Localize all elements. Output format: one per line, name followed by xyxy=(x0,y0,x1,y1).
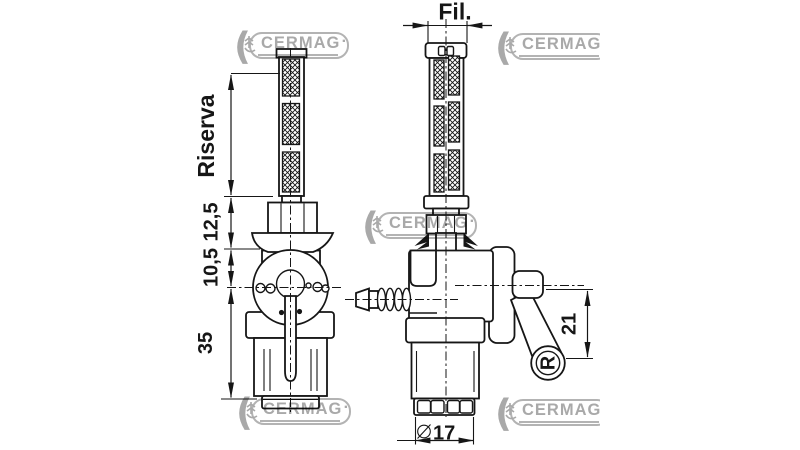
watermark-border xyxy=(377,212,477,239)
bolt-hole xyxy=(305,282,312,289)
watermark-text: CERMAG xyxy=(522,35,600,53)
cermag-watermark: ( CERMAG · xyxy=(234,25,349,68)
watermark-dot: · xyxy=(469,213,475,230)
fuel-tap-drawing: R Fil. Riserva xyxy=(193,0,593,445)
lever-screw xyxy=(278,309,285,316)
cap-clip xyxy=(446,45,455,57)
reserve-letter: R xyxy=(537,355,559,370)
dim-35: 35 xyxy=(195,288,257,400)
watermark-dot: · xyxy=(341,33,347,50)
filter-screen-side xyxy=(447,101,461,143)
filter-screen-side xyxy=(447,55,461,96)
dim-21: 21 xyxy=(546,288,593,360)
dimensions: Fil. Riserva 12,5 10,5 xyxy=(193,0,593,445)
wheat-hand-icon xyxy=(372,216,384,233)
lock-washer xyxy=(414,233,429,246)
cermag-watermark: ( CERMAG · xyxy=(495,392,600,435)
shoulder-side xyxy=(405,317,486,344)
watermark-swoosh-icon: ( xyxy=(362,205,379,248)
watermark-border xyxy=(249,32,349,59)
watermark-underline xyxy=(519,54,599,57)
drain-nut xyxy=(430,399,445,414)
bolt-hole xyxy=(321,284,330,293)
filter-screen-side xyxy=(433,153,445,193)
drawing-sheet: R Fil. Riserva xyxy=(193,0,600,445)
thread-label: Fil. xyxy=(438,0,471,25)
watermark-underline xyxy=(258,53,338,56)
watermark-border xyxy=(251,398,351,425)
watermark-text: CERMAG xyxy=(263,400,343,418)
side-view: R xyxy=(345,19,584,417)
watermark-border xyxy=(510,399,600,426)
cermag-watermark: ( CERMAG · xyxy=(495,26,600,69)
cermag-watermark: ( CERMAG · xyxy=(362,205,477,248)
watermark-dot: · xyxy=(343,399,349,416)
watermark-text: CERMAG xyxy=(261,34,341,52)
watermark-swoosh-icon: ( xyxy=(236,391,253,434)
watermark-underline xyxy=(386,233,466,236)
dim-diameter-17: 17 xyxy=(397,417,475,445)
dim-reserve: Riserva xyxy=(193,72,280,198)
watermark-border xyxy=(510,33,600,60)
watermark-underline xyxy=(260,419,340,422)
cermag-watermark: ( CERMAG · xyxy=(236,391,351,434)
body-recess xyxy=(409,249,437,287)
reserve-label: Riserva xyxy=(193,94,219,177)
dim-35-label: 35 xyxy=(195,332,217,354)
dim-10-5-label: 10,5 xyxy=(201,248,223,287)
diameter-symbol xyxy=(417,424,431,439)
wheat-hand-icon xyxy=(244,36,256,53)
mounting-nut-front xyxy=(267,201,318,234)
lock-washer xyxy=(417,240,429,250)
drain-nut xyxy=(446,399,461,414)
watermark-swoosh-icon: ( xyxy=(234,25,251,68)
filter-screen-side xyxy=(433,105,445,147)
cap-clip xyxy=(437,45,446,57)
watermark-swoosh-icon: ( xyxy=(495,392,512,435)
watermark-swoosh-icon: ( xyxy=(495,26,512,69)
lever-knob-ring xyxy=(535,350,561,376)
filter-screen-side xyxy=(433,59,445,100)
dim-17-label: 17 xyxy=(433,423,455,445)
tube-neck-front xyxy=(281,195,302,204)
bolt-hole xyxy=(265,283,276,294)
wheat-hand-icon xyxy=(505,37,517,54)
lever-pivot-stub xyxy=(511,270,544,299)
watermark-underline xyxy=(519,420,599,423)
diameter-symbol-slash xyxy=(417,424,431,439)
cone-washer-front xyxy=(250,232,335,253)
dim-12-5: 12,5 xyxy=(201,197,260,250)
sediment-cup-side xyxy=(410,341,480,400)
drain-nut xyxy=(459,399,474,414)
front-view xyxy=(227,48,341,412)
wheat-hand-icon xyxy=(505,403,517,420)
dim-21-label: 21 xyxy=(559,313,581,335)
watermark-text: CERMAG xyxy=(522,401,600,419)
lock-washer xyxy=(463,240,476,250)
dim-10-5: 10,5 xyxy=(201,248,234,287)
filter-screen-side xyxy=(447,149,461,191)
watermark-text: CERMAG xyxy=(389,214,469,232)
dim-12-5-label: 12,5 xyxy=(201,203,223,242)
dim-thread: Fil. xyxy=(403,0,492,43)
drain-nut xyxy=(416,399,432,414)
lever-screw xyxy=(296,308,303,315)
wheat-hand-icon xyxy=(246,402,258,419)
